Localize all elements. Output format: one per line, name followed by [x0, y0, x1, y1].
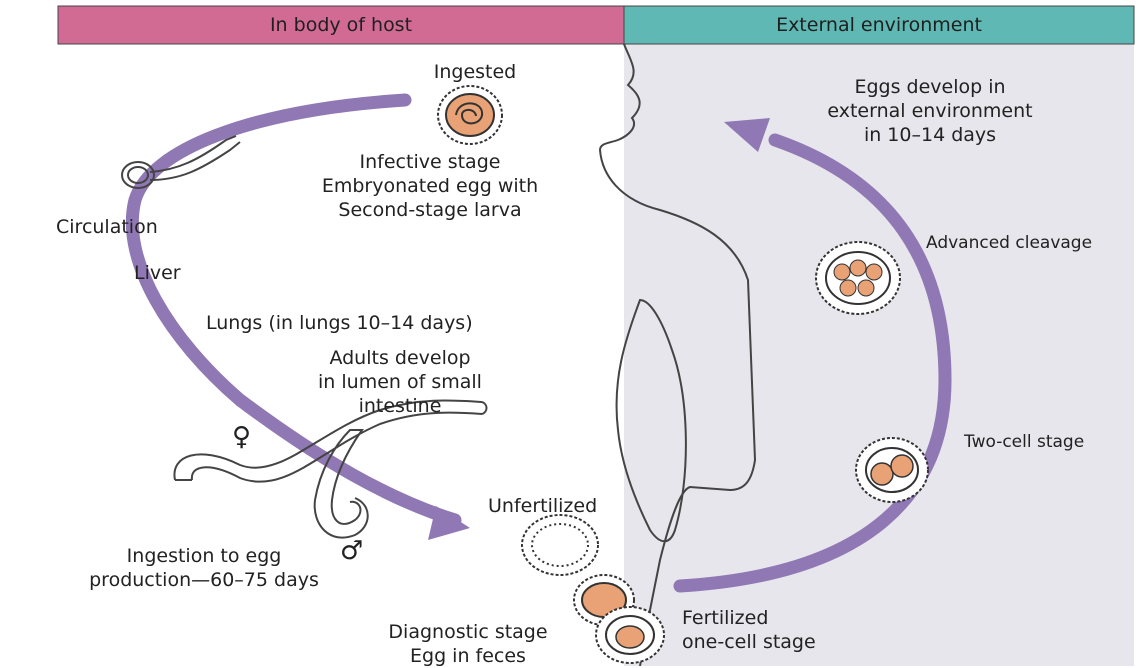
ingested-egg	[438, 86, 502, 144]
female-symbol: ♀	[232, 424, 251, 450]
host-header-label: In body of host	[58, 6, 624, 44]
two-cell-stage-label: Two-cell stage	[964, 430, 1084, 454]
advanced-cleavage-egg	[816, 242, 900, 314]
ingestion-line-2: production—60–75 days	[54, 568, 354, 592]
diagnostic-line-1: Diagnostic stage	[348, 620, 588, 644]
eggs-develop-line-2: external environment	[800, 99, 1060, 123]
diagnostic-line-2: Egg in feces	[348, 644, 588, 668]
fertilized-line-2: one-cell stage	[682, 630, 816, 654]
diagnostic-stage-label: Diagnostic stage Egg in feces	[348, 620, 588, 668]
ingestion-to-egg-label: Ingestion to egg production—60–75 days	[54, 544, 354, 592]
adults-line-3: intestine	[300, 394, 500, 418]
infective-line-2: Embryonated egg with	[300, 174, 560, 198]
adults-develop-label: Adults develop in lumen of small intesti…	[300, 346, 500, 418]
unfertilized-label: Unfertilized	[488, 494, 597, 518]
infective-line-1: Infective stage	[300, 150, 560, 174]
infective-stage-label: Infective stage Embryonated egg with Sec…	[300, 150, 560, 222]
eggs-develop-line-1: Eggs develop in	[800, 75, 1060, 99]
ingested-label: Ingested	[420, 60, 530, 84]
ingestion-line-1: Ingestion to egg	[54, 544, 354, 568]
liver-label: Liver	[134, 261, 181, 285]
unfertilized-egg	[522, 515, 598, 575]
advanced-cleavage-label: Advanced cleavage	[926, 231, 1092, 255]
fertilized-label: Fertilized one-cell stage	[682, 606, 816, 654]
eggs-develop-label: Eggs develop in external environment in …	[800, 75, 1060, 147]
adults-line-1: Adults develop	[300, 346, 500, 370]
fertilized-line-1: Fertilized	[682, 606, 816, 630]
circulation-label: Circulation	[56, 215, 158, 239]
infective-line-3: Second-stage larva	[300, 198, 560, 222]
adults-line-2: in lumen of small	[300, 370, 500, 394]
eggs-develop-line-3: in 10–14 days	[800, 123, 1060, 147]
environment-header-label: External environment	[624, 6, 1134, 44]
lungs-label: Lungs (in lungs 10–14 days)	[206, 311, 473, 335]
two-cell-egg	[856, 438, 928, 502]
